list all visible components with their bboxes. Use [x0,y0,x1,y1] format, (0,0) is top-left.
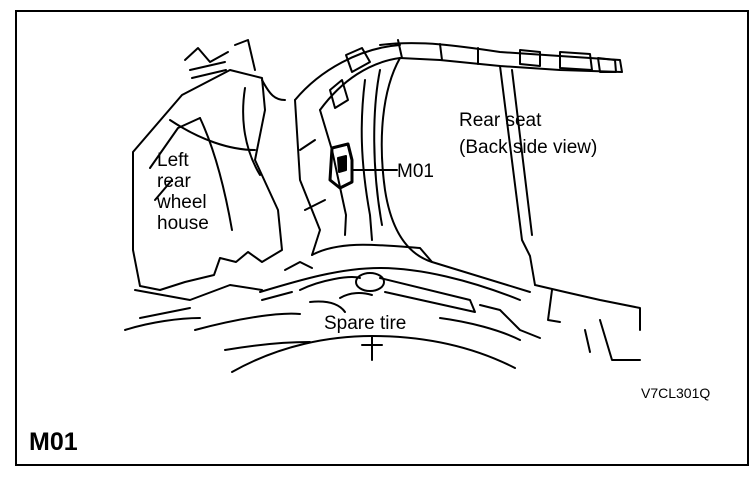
label-line: wheel [157,192,207,213]
back-side-view-label: (Back side view) [459,137,598,158]
pillar-drawing [294,44,401,256]
spare-tire-drawing [231,335,516,373]
left-rear-wheel-house-label: Left rear wheel house [157,150,209,234]
spare-tire-label: Spare tire [324,313,407,334]
rear-seat-drawing [380,57,641,361]
roof-rail-drawing [379,39,623,73]
rear-seat-label: Rear seat [459,110,542,131]
floor-drawing [124,243,541,351]
figure-id: M01 [29,428,78,456]
wheel-house-drawing [132,39,286,301]
label-line: house [157,213,209,234]
label-line: rear [157,171,191,192]
connector-m01-label: M01 [397,161,434,182]
figure-frame [15,10,749,466]
figure-code: V7CL301Q [641,385,711,401]
label-line: Left [157,150,189,171]
